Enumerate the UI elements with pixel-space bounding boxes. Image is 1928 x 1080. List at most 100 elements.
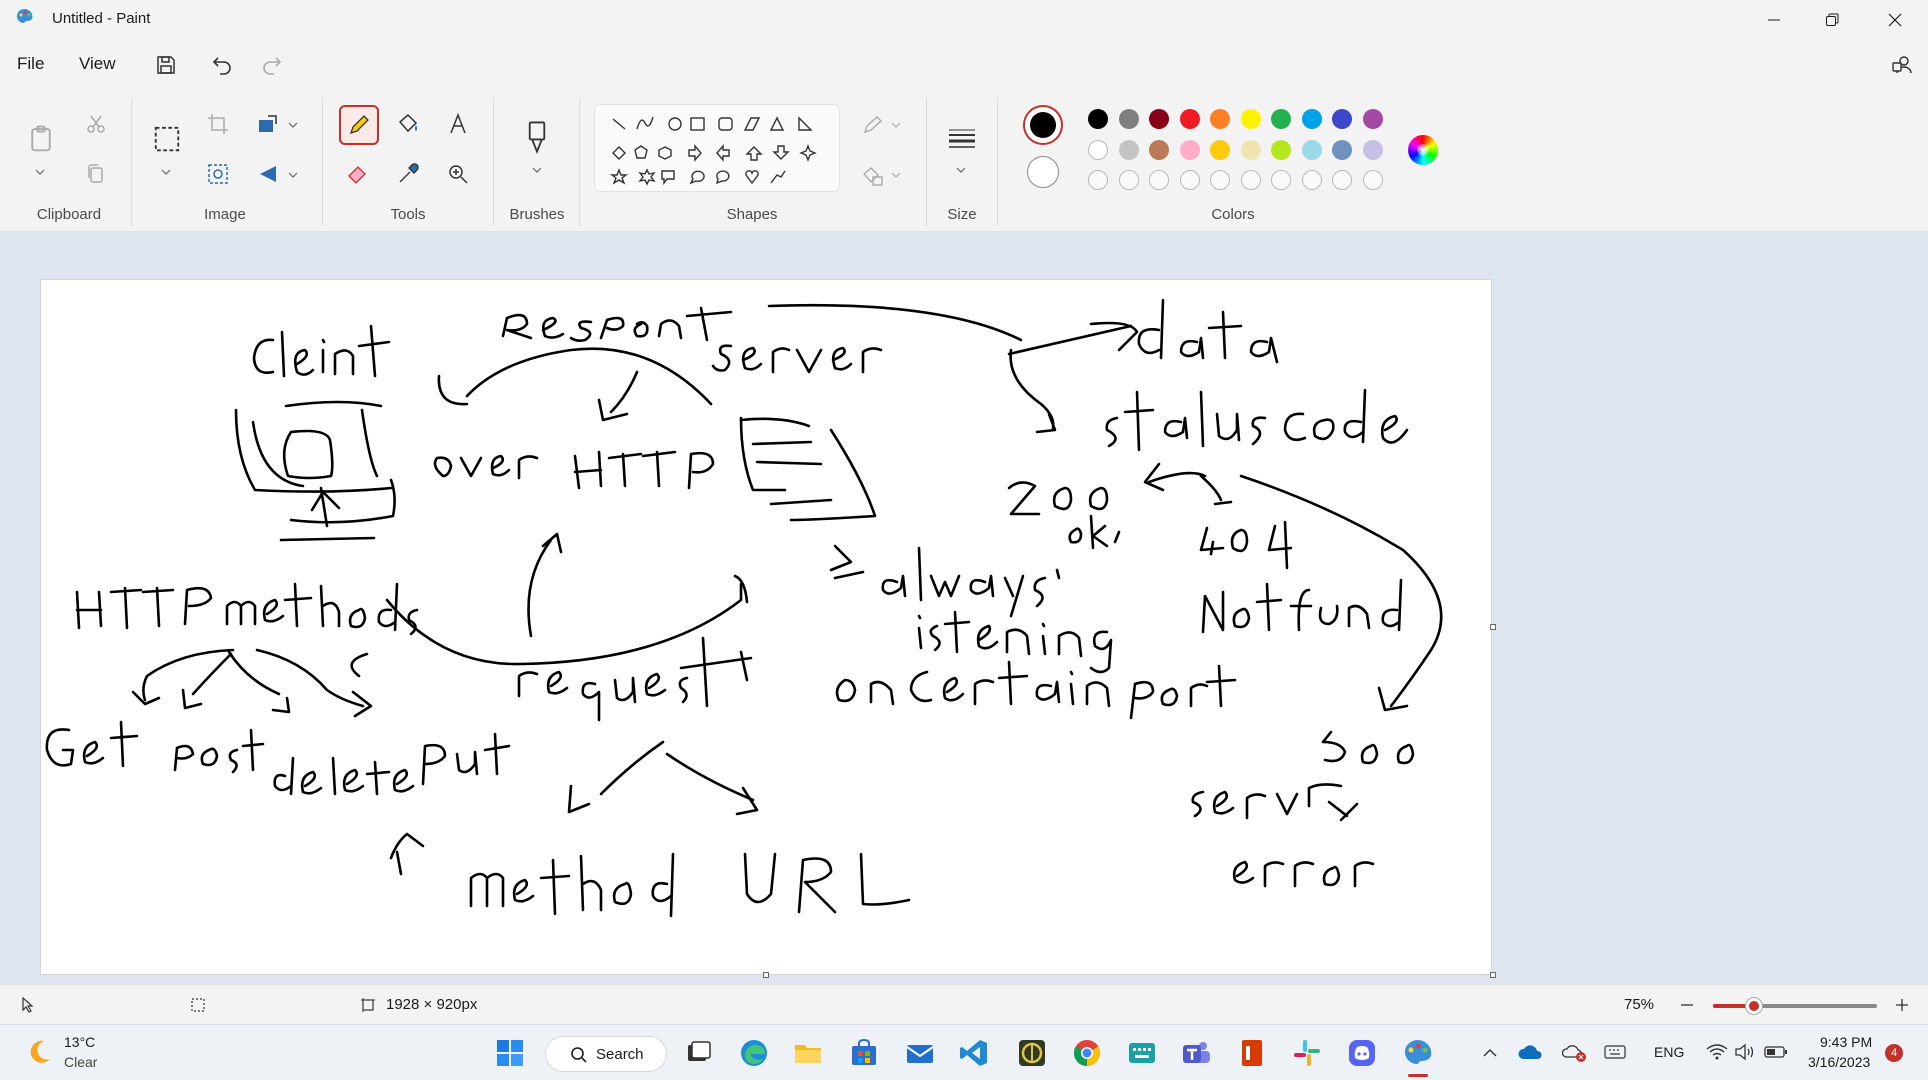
magnifier-icon[interactable] bbox=[446, 162, 470, 186]
zoom-slider-thumb[interactable] bbox=[1746, 998, 1762, 1014]
restore-button[interactable] bbox=[1803, 0, 1861, 40]
size-icon[interactable] bbox=[947, 126, 977, 150]
secondary-color-button[interactable] bbox=[1027, 156, 1059, 188]
onedrive-icon[interactable] bbox=[1518, 1041, 1544, 1063]
color-swatch[interactable] bbox=[1210, 109, 1230, 129]
paint-taskbar-icon[interactable] bbox=[1402, 1037, 1434, 1069]
color-swatch[interactable] bbox=[1179, 139, 1200, 160]
office-app-icon[interactable] bbox=[1236, 1037, 1268, 1069]
shapes-icons[interactable] bbox=[595, 105, 841, 193]
custom-color-slot[interactable] bbox=[1240, 170, 1261, 190]
resize-handle-corner[interactable] bbox=[1490, 972, 1496, 978]
custom-color-slot[interactable] bbox=[1362, 170, 1383, 190]
rotate-icon[interactable] bbox=[256, 162, 280, 186]
color-swatch[interactable] bbox=[1362, 109, 1383, 129]
color-swatch[interactable] bbox=[1149, 139, 1169, 160]
clock-time[interactable]: 9:43 PM bbox=[1820, 1034, 1873, 1050]
slack-icon[interactable] bbox=[1291, 1037, 1323, 1069]
outline-chevron-icon[interactable] bbox=[891, 121, 901, 129]
zoom-level-text[interactable]: 75% bbox=[1624, 996, 1655, 1013]
language-indicator[interactable]: ENG bbox=[1654, 1044, 1685, 1060]
account-icon[interactable] bbox=[1890, 53, 1914, 77]
mail-icon[interactable] bbox=[904, 1037, 936, 1069]
paste-icon[interactable] bbox=[26, 124, 56, 154]
drawing-canvas[interactable] bbox=[40, 279, 1492, 975]
color-swatch[interactable] bbox=[1240, 139, 1261, 160]
edit-colors-icon[interactable] bbox=[1408, 135, 1438, 165]
zoom-in-icon[interactable] bbox=[1895, 998, 1909, 1012]
discord-icon[interactable] bbox=[1346, 1037, 1378, 1069]
custom-color-slot[interactable] bbox=[1332, 170, 1352, 190]
start-icon[interactable] bbox=[494, 1037, 526, 1069]
color-swatch[interactable] bbox=[1301, 139, 1322, 160]
custom-color-slot[interactable] bbox=[1088, 170, 1108, 190]
color-swatch[interactable] bbox=[1362, 139, 1383, 160]
cut-icon[interactable] bbox=[84, 112, 108, 136]
custom-color-slot[interactable] bbox=[1149, 170, 1169, 190]
color-swatch[interactable] bbox=[1088, 109, 1108, 129]
size-chevron-icon[interactable] bbox=[956, 166, 966, 174]
resize-icon[interactable] bbox=[256, 112, 280, 136]
volume-icon[interactable] bbox=[1734, 1043, 1756, 1061]
brush-icon[interactable] bbox=[522, 120, 552, 154]
close-button[interactable] bbox=[1866, 0, 1924, 40]
select-chevron-icon[interactable] bbox=[161, 168, 171, 176]
image-select-icon[interactable] bbox=[206, 162, 230, 186]
color-swatch[interactable] bbox=[1088, 139, 1108, 160]
menu-file[interactable]: File bbox=[17, 54, 45, 73]
custom-color-slot[interactable] bbox=[1301, 170, 1322, 190]
eraser-icon[interactable] bbox=[346, 162, 370, 186]
color-swatch[interactable] bbox=[1210, 139, 1230, 160]
zoom-out-icon[interactable] bbox=[1680, 998, 1694, 1012]
color-swatch[interactable] bbox=[1271, 109, 1291, 129]
menu-view[interactable]: View bbox=[79, 54, 116, 73]
vscode-icon[interactable] bbox=[958, 1037, 990, 1069]
select-icon[interactable] bbox=[152, 124, 182, 154]
custom-color-slot[interactable] bbox=[1210, 170, 1230, 190]
edge-icon[interactable] bbox=[738, 1037, 770, 1069]
wifi-icon[interactable] bbox=[1706, 1043, 1728, 1061]
crop-icon[interactable] bbox=[206, 112, 230, 136]
chevron-up-icon[interactable] bbox=[1482, 1045, 1498, 1061]
brushes-chevron-icon[interactable] bbox=[532, 166, 542, 174]
cloud-error-icon[interactable] bbox=[1562, 1041, 1588, 1063]
color-swatch[interactable] bbox=[1118, 109, 1139, 129]
color-swatch[interactable] bbox=[1271, 139, 1291, 160]
keyboard-icon[interactable] bbox=[1604, 1043, 1626, 1061]
weather-moon-icon[interactable] bbox=[24, 1037, 54, 1067]
fill-icon[interactable] bbox=[396, 112, 420, 136]
color-swatch[interactable] bbox=[1332, 109, 1352, 129]
color-swatch[interactable] bbox=[1332, 139, 1352, 160]
undo-icon[interactable] bbox=[210, 53, 234, 77]
fill-style-chevron-icon[interactable] bbox=[891, 171, 901, 179]
chrome-icon[interactable] bbox=[1071, 1037, 1103, 1069]
task-view-icon[interactable] bbox=[682, 1037, 714, 1069]
color-swatch[interactable] bbox=[1240, 109, 1261, 129]
custom-color-slot[interactable] bbox=[1271, 170, 1291, 190]
taskbar-search[interactable]: Search bbox=[545, 1036, 667, 1072]
redo-icon[interactable] bbox=[260, 53, 284, 77]
color-swatch[interactable] bbox=[1118, 139, 1139, 160]
battery-icon[interactable] bbox=[1764, 1043, 1788, 1061]
resize-handle-bottom[interactable] bbox=[763, 972, 769, 978]
notification-badge[interactable]: 4 bbox=[1885, 1044, 1903, 1062]
fill-style-icon[interactable] bbox=[861, 164, 885, 188]
keyboard-app-icon[interactable] bbox=[1126, 1037, 1158, 1069]
primary-color-button[interactable] bbox=[1023, 105, 1063, 145]
save-icon[interactable] bbox=[154, 53, 178, 77]
color-swatch[interactable] bbox=[1149, 109, 1169, 129]
clock-date[interactable]: 3/16/2023 bbox=[1808, 1054, 1871, 1070]
paste-chevron-icon[interactable] bbox=[35, 168, 45, 176]
custom-color-slot[interactable] bbox=[1118, 170, 1139, 190]
outline-icon[interactable] bbox=[861, 114, 885, 138]
rotate-chevron-icon[interactable] bbox=[288, 171, 298, 179]
zoom-slider[interactable] bbox=[1713, 998, 1877, 1014]
app-c-icon[interactable] bbox=[1016, 1037, 1048, 1069]
minimize-button[interactable] bbox=[1745, 0, 1803, 40]
resize-chevron-icon[interactable] bbox=[288, 121, 298, 129]
store-icon[interactable] bbox=[848, 1037, 880, 1069]
resize-handle-right[interactable] bbox=[1490, 624, 1496, 630]
file-explorer-icon[interactable] bbox=[792, 1037, 824, 1069]
copy-icon[interactable] bbox=[84, 162, 108, 186]
teams-icon[interactable] bbox=[1180, 1037, 1212, 1069]
